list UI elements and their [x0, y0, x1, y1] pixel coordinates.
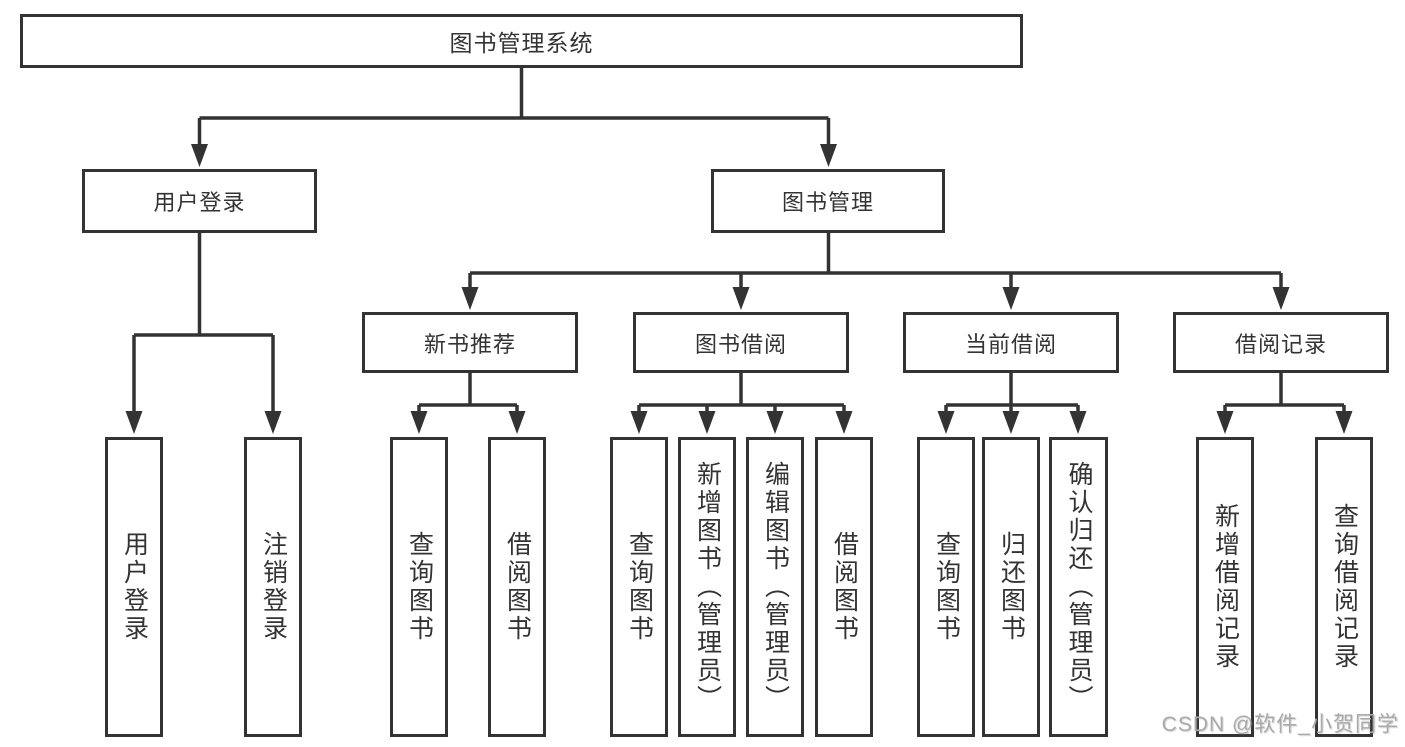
- leaf-borrow-books-label: 借阅图书: [830, 531, 859, 643]
- leaf-confirm-return-admin: 确认归还（管理员）: [1049, 437, 1108, 737]
- arrow-down-icon: [410, 411, 428, 434]
- leaf-query-books-current: 查询图书: [917, 437, 975, 737]
- leaf-edit-book-admin-label: 编辑图书（管理员）: [761, 461, 790, 713]
- leaf-add-borrow-record-label: 新增借阅记录: [1211, 503, 1240, 671]
- arrow-down-icon: [461, 287, 479, 310]
- leaf-query-books-borrow-label: 查询图书: [625, 531, 654, 643]
- node-new-book-recommend-label: 新书推荐: [423, 331, 516, 357]
- node-root-label: 图书管理系统: [449, 30, 594, 56]
- leaf-user-login-label: 用户登录: [120, 531, 149, 643]
- arrow-down-icon: [766, 411, 784, 434]
- arrow-down-icon: [125, 411, 143, 434]
- arrow-down-icon: [937, 411, 955, 434]
- arrow-down-icon: [1069, 411, 1087, 434]
- node-borrow-records: 借阅记录: [1173, 312, 1389, 373]
- leaf-borrow-books-recommend: 借阅图书: [488, 437, 546, 737]
- leaf-query-borrow-record: 查询借阅记录: [1315, 437, 1373, 737]
- leaf-borrow-books: 借阅图书: [815, 437, 873, 737]
- arrow-down-icon: [1216, 411, 1234, 434]
- node-book-borrow: 图书借阅: [633, 312, 849, 373]
- node-user-login-label: 用户登录: [153, 190, 246, 215]
- leaf-edit-book-admin: 编辑图书（管理员）: [746, 437, 804, 737]
- arrow-down-icon: [732, 287, 750, 310]
- arrow-down-icon: [1335, 411, 1353, 434]
- arrow-down-icon: [698, 411, 716, 434]
- node-borrow-records-label: 借阅记录: [1234, 331, 1327, 357]
- leaf-query-books-recommend: 查询图书: [390, 437, 448, 737]
- leaf-add-borrow-record: 新增借阅记录: [1196, 437, 1254, 737]
- node-book-management-label: 图书管理: [781, 190, 874, 215]
- arrow-down-icon: [820, 144, 837, 167]
- leaf-user-login: 用户登录: [105, 437, 163, 737]
- node-root: 图书管理系统: [20, 14, 1023, 68]
- leaf-return-books: 归还图书: [982, 437, 1040, 737]
- leaf-query-books-borrow: 查询图书: [610, 437, 668, 737]
- leaf-confirm-return-admin-label: 确认归还（管理员）: [1065, 461, 1093, 713]
- leaf-query-books-recommend-label: 查询图书: [405, 531, 434, 643]
- arrow-down-icon: [1272, 287, 1290, 310]
- leaf-query-borrow-record-label: 查询借阅记录: [1330, 503, 1359, 671]
- node-new-book-recommend: 新书推荐: [362, 312, 578, 373]
- arrow-down-icon: [630, 411, 648, 434]
- arrow-down-icon: [1002, 411, 1020, 434]
- node-book-management: 图书管理: [711, 169, 945, 233]
- node-current-borrow-label: 当前借阅: [964, 331, 1057, 357]
- arrow-down-icon: [264, 411, 282, 434]
- leaf-logout-label: 注销登录: [259, 531, 288, 643]
- arrow-down-icon: [508, 411, 526, 434]
- arrow-down-icon: [1002, 287, 1020, 310]
- leaf-borrow-books-recommend-label: 借阅图书: [503, 531, 532, 643]
- arrow-down-icon: [191, 144, 208, 167]
- watermark: CSDN @软件_小贺同学: [1161, 713, 1399, 736]
- node-book-borrow-label: 图书借阅: [694, 331, 787, 357]
- leaf-query-books-current-label: 查询图书: [932, 531, 961, 643]
- node-current-borrow: 当前借阅: [903, 312, 1119, 373]
- leaf-add-book-admin-label: 新增图书（管理员）: [693, 461, 722, 713]
- leaf-return-books-label: 归还图书: [997, 531, 1026, 643]
- leaf-logout: 注销登录: [244, 437, 302, 737]
- leaf-add-book-admin: 新增图书（管理员）: [678, 437, 736, 737]
- arrow-down-icon: [835, 411, 853, 434]
- node-user-login: 用户登录: [82, 169, 317, 233]
